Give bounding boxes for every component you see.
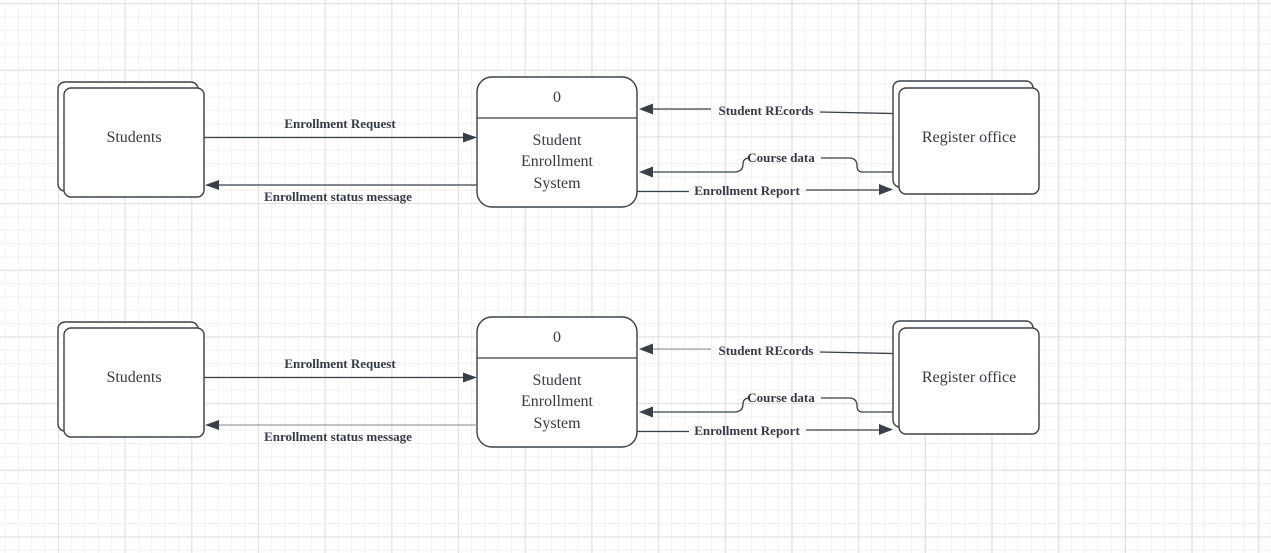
flow-enrollment-report-label: Enrollment Report (694, 423, 800, 438)
process-box[interactable] (476, 76, 638, 208)
flow-course-data-right[interactable] (821, 157, 893, 173)
arrowhead-left-icon (639, 103, 653, 115)
register-office-entity[interactable] (898, 327, 1040, 435)
arrowhead-right-icon (463, 372, 477, 383)
students-entity[interactable] (63, 87, 205, 198)
register-office-label: Register office (922, 129, 1016, 146)
register-office-label: Register office (922, 369, 1016, 386)
arrowhead-right-icon (879, 184, 893, 195)
flow-student-records-label: Student REcords (719, 103, 814, 118)
process-name-line: System (533, 415, 581, 432)
flow-course-data-left[interactable] (653, 157, 751, 173)
flow-enrollment-request-label: Enrollment Request (284, 356, 396, 371)
process-name-line: Student (533, 132, 582, 149)
flow-enrollment-request-label: Enrollment Request (284, 116, 396, 131)
arrowhead-left-icon (205, 180, 219, 190)
flow-course-data-right[interactable] (821, 397, 893, 413)
process-name-line: Enrollment (521, 153, 594, 170)
flow-student-records-label: Student REcords (719, 343, 814, 358)
process-number: 0 (553, 329, 561, 346)
students-entity[interactable] (63, 327, 205, 438)
students-label: Students (106, 369, 161, 386)
flow-course-data-label: Course data (747, 150, 815, 165)
arrowhead-left-icon (205, 420, 219, 430)
flow-student-records-right[interactable] (819, 351, 894, 355)
flow-course-data-left[interactable] (653, 397, 751, 413)
flow-enrollment-report-label: Enrollment Report (694, 183, 800, 198)
process-name-line: System (533, 175, 581, 192)
process-name-line: Enrollment (521, 393, 594, 410)
flow-student-records-right[interactable] (819, 111, 894, 115)
students-label: Students (106, 129, 161, 146)
process-number: 0 (553, 89, 561, 106)
arrowhead-left-icon (639, 166, 653, 178)
arrowhead-left-icon (639, 406, 653, 418)
arrowhead-right-icon (879, 424, 893, 435)
arrowhead-right-icon (463, 132, 477, 143)
arrowhead-left-icon (639, 343, 653, 355)
flow-enrollment-status-label: Enrollment status message (264, 189, 412, 204)
register-office-entity[interactable] (898, 87, 1040, 195)
context-diagram-top: Students 0 Student Enrollment System Reg… (57, 76, 1040, 208)
process-name-line: Student (533, 372, 582, 389)
flow-enrollment-status-label: Enrollment status message (264, 429, 412, 444)
context-diagram-bottom: Students 0 Student Enrollment System Reg… (57, 316, 1040, 448)
process-box[interactable] (476, 316, 638, 448)
flow-course-data-label: Course data (747, 390, 815, 405)
